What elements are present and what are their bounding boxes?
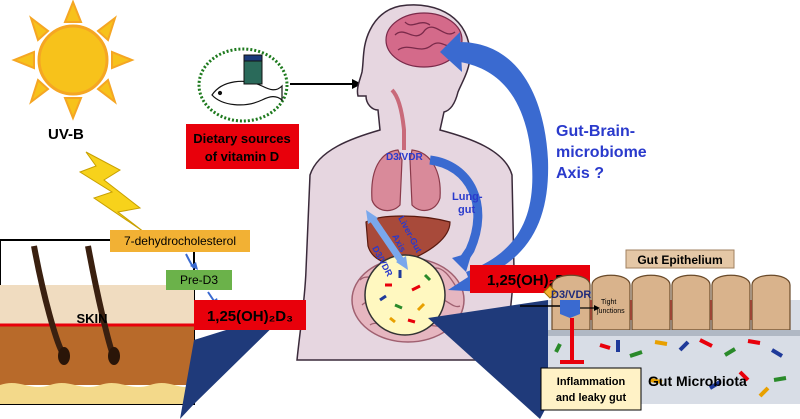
gut-microbiota-label: Gut Microbiota	[648, 373, 747, 389]
pre-d3-label: Pre-D3	[180, 273, 218, 287]
lung-gut-label-2: gut	[458, 204, 475, 216]
lung-gut-arrow	[429, 155, 483, 265]
dietary-sources-box	[186, 124, 299, 169]
arrow-to-head-icon	[352, 79, 362, 89]
liver-gut-arrow	[366, 210, 408, 270]
supplement-jar-icon	[243, 54, 263, 85]
lightning-icon	[78, 151, 145, 233]
vitamin-d-diamond-icon	[543, 285, 557, 299]
gut-brain-label-1: Gut-Brain-	[556, 123, 635, 140]
pre-d3-box	[166, 270, 232, 290]
lung-gut-arrowhead-icon	[452, 252, 472, 272]
inflammation-label-2: and leaky gut	[556, 392, 627, 404]
gut-brain-label-2: microbiome	[556, 144, 647, 161]
d3vdr-lung-label: D3/VDR	[386, 152, 423, 163]
dehydro-label: 7-dehydrocholesterol	[124, 234, 236, 248]
gut-wedge	[428, 300, 548, 419]
liver-icon	[365, 215, 451, 265]
lungs-icon	[371, 149, 441, 212]
uvb-label: UV-B	[48, 126, 84, 143]
gut-brain-arrow	[456, 41, 549, 282]
skin-label: SKIN	[76, 311, 107, 326]
gut-brain-label-3: Axis ?	[556, 165, 604, 182]
tight-junctions-label-2: junctions	[596, 308, 625, 315]
vdr-receptor-icon	[560, 300, 580, 318]
dehydro-box	[110, 230, 250, 252]
gut-epithelium-box	[625, 249, 735, 269]
human-body-silhouette	[296, 4, 515, 361]
magnified-gut-circle	[364, 254, 446, 336]
skin-wedge	[180, 310, 290, 419]
skin-panel	[0, 239, 195, 405]
gut-epithelium-label: Gut Epithelium	[637, 253, 722, 267]
calcitriol-left-box	[194, 300, 306, 330]
tight-junctions-label-1: Tight	[601, 299, 616, 306]
sun-icon	[11, 0, 135, 121]
lung-gut-label-1: Lung-	[452, 191, 483, 203]
calcitriol-left-label: 1,25(OH)₂D₃	[207, 308, 293, 325]
dietary-line1: Dietary sources	[193, 131, 291, 146]
inflammation-label-1: Inflammation	[557, 376, 626, 388]
dietary-oval	[197, 47, 289, 123]
d3vdr-gut-label: D3/VDR	[551, 289, 591, 301]
inflammation-box	[540, 367, 642, 411]
gut-brain-arrowhead-top-icon	[440, 32, 462, 72]
dietary-line2: of vitamin D	[205, 149, 279, 164]
trachea	[390, 88, 406, 150]
